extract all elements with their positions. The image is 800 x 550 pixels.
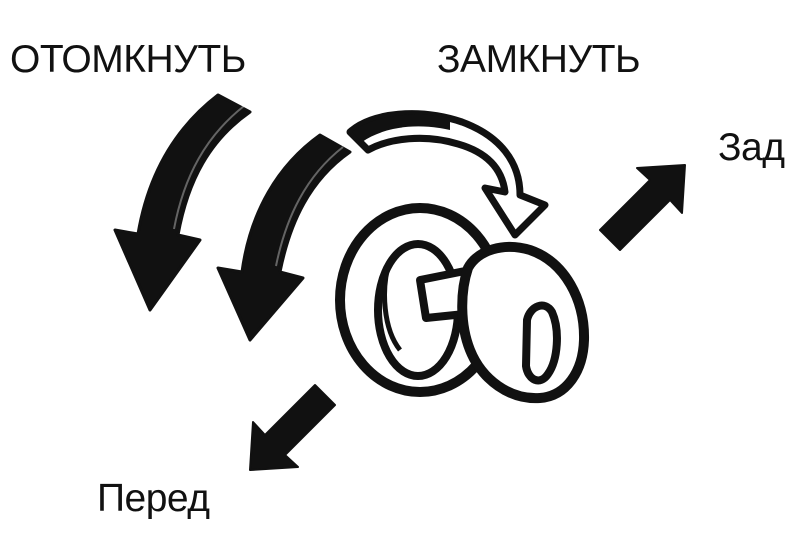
front-direction-label: Перед [97, 477, 210, 520]
lock-arrow-icon [346, 110, 549, 239]
rear-direction-label: Зад [718, 126, 785, 169]
key-icon [416, 241, 590, 404]
unlock-label: ОТОМКНУТЬ [10, 38, 246, 81]
unlock-arrow-right-icon [216, 133, 352, 342]
rear-arrow-icon [599, 164, 686, 251]
unlock-arrow-left-icon [113, 93, 252, 312]
lock-label: ЗАМКНУТЬ [437, 38, 641, 81]
front-arrow-icon [249, 384, 336, 471]
